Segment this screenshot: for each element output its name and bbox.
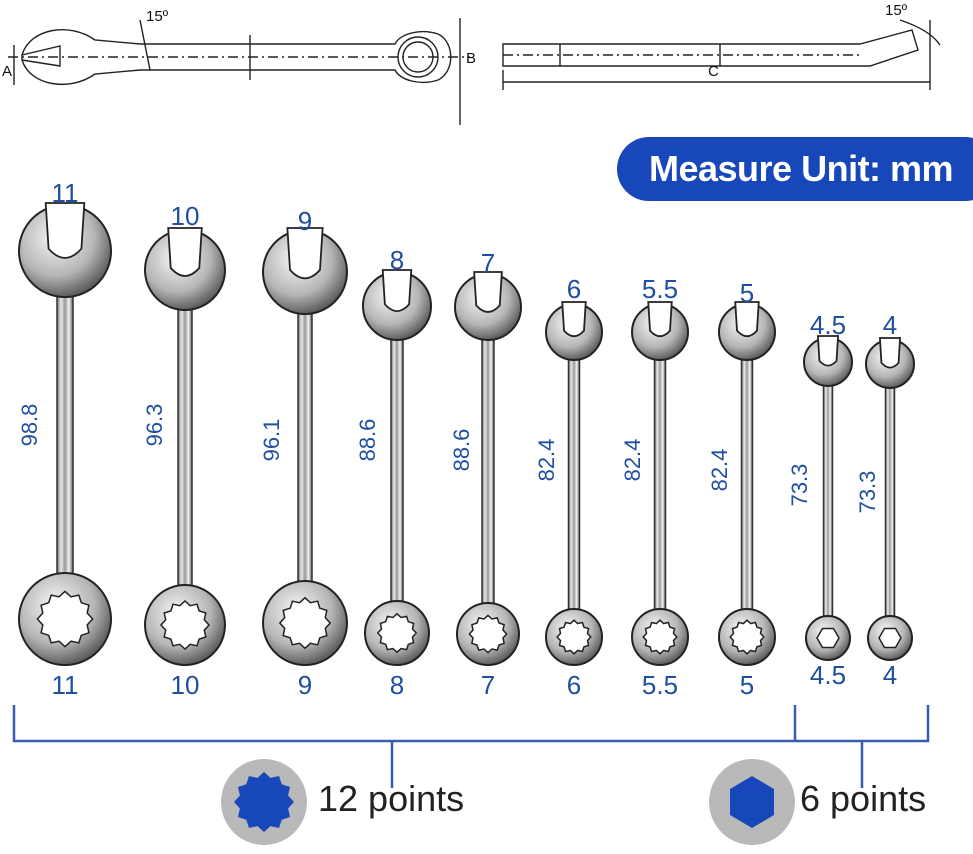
open-end-size-label: 5.5 — [641, 274, 679, 304]
length-label: 88.6 — [449, 428, 474, 472]
wrench-shank — [884, 363, 896, 639]
angle-label-left: 15º — [146, 8, 169, 25]
ring-end-size-label: 4 — [882, 660, 898, 690]
twelve-points-label: 12 points — [318, 778, 465, 819]
ring-end-size-label: 7 — [480, 670, 496, 700]
wrench-6 — [545, 301, 603, 666]
ring-end-size-label: 5.5 — [641, 670, 679, 700]
length-label: 88.6 — [355, 418, 380, 462]
wrench-7 — [454, 271, 522, 666]
ring-end-size-label: 8 — [389, 670, 405, 700]
wrench-shank — [297, 271, 313, 624]
dimension-a-label: A — [2, 63, 13, 80]
ring-end-size-label: 4.5 — [809, 660, 847, 690]
wrench-shank — [56, 250, 74, 620]
length-label: 82.4 — [620, 438, 645, 482]
open-end-size-label: 5 — [739, 278, 755, 308]
length-label: 73.3 — [787, 463, 812, 507]
length-label: 73.3 — [855, 470, 880, 514]
open-end-size-label: 11 — [51, 178, 79, 208]
length-label: 96.1 — [259, 418, 284, 462]
wrench-shank — [177, 269, 193, 626]
open-end-size-label: 8 — [389, 245, 405, 275]
angle-label-right: 15º — [885, 2, 908, 19]
wrench-5 — [718, 301, 776, 666]
six-points-label: 6 points — [800, 778, 927, 819]
open-end-size-label: 7 — [480, 248, 496, 278]
grouping-bracket — [12, 705, 930, 788]
wrench-schematic — [8, 18, 941, 125]
schematic-open-end — [21, 29, 452, 86]
length-label: 96.3 — [142, 403, 167, 447]
open-end-size-label: 4 — [882, 310, 898, 340]
measure-unit-badge: Measure Unit: mm — [617, 137, 973, 201]
twelve-point-icon — [221, 759, 307, 845]
length-label: 98.8 — [17, 403, 42, 447]
open-end-size-label: 10 — [170, 201, 200, 231]
wrench-shank — [740, 331, 754, 638]
ring-end-size-label: 6 — [566, 670, 582, 700]
wrench-9 — [262, 227, 348, 666]
wrench-4.5 — [803, 335, 853, 661]
wrench-10 — [144, 227, 226, 666]
wrench-shank — [567, 331, 581, 638]
wrench-8 — [362, 269, 432, 666]
ring-end-size-label: 11 — [51, 670, 79, 700]
ring-end-size-label: 5 — [739, 670, 755, 700]
open-end-size-label: 6 — [566, 274, 582, 304]
ring-end-size-label: 9 — [297, 670, 313, 700]
length-label: 82.4 — [707, 448, 732, 492]
wrench-5.5 — [631, 301, 689, 666]
wrench-set-photo — [18, 202, 915, 666]
six-point-icon — [709, 759, 795, 845]
wrench-shank — [822, 361, 834, 639]
ring-end-size-label: 10 — [170, 670, 200, 700]
dimension-b-label: B — [466, 50, 477, 67]
length-label: 82.4 — [534, 438, 559, 482]
dimension-c-label: C — [708, 63, 719, 80]
wrench-shank — [390, 305, 404, 634]
wrench-4 — [865, 337, 915, 661]
wrench-shank — [481, 306, 495, 635]
open-end-size-label: 4.5 — [809, 310, 847, 340]
wrench-11 — [18, 202, 112, 666]
open-end-size-label: 9 — [297, 206, 313, 236]
wrench-shank — [653, 331, 667, 638]
